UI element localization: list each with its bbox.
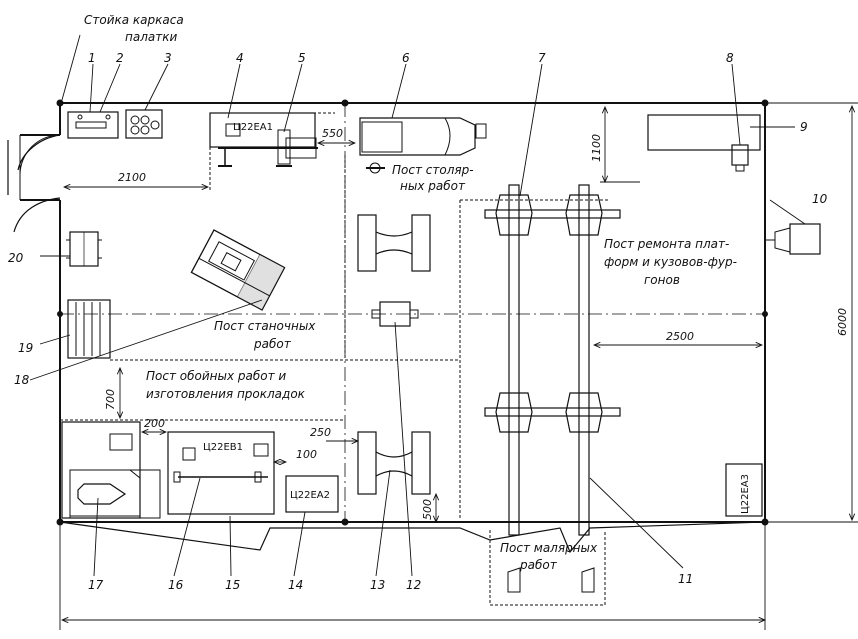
callout-6: 6 [402,51,410,65]
code-11: Ц22ЕА3 [740,474,751,514]
code-16: Ц22ЕВ1 [203,442,243,453]
dim-2500: 2500 [666,330,694,343]
post-upholstery-line1: Пост обойных работ и [146,369,286,383]
platform-lift [484,184,621,536]
dim-700: 700 [104,389,117,410]
frame-title-line1: Стойка каркаса [84,13,184,27]
post-machine-line2: работ [253,337,292,351]
callout-9: 9 [800,120,808,134]
post-platform-line2: форм и кузовов-фур- [604,255,737,269]
callout-10: 10 [812,192,828,206]
post-platform-line3: гонов [644,273,680,287]
code-4: Ц22ЕА1 [233,122,273,133]
callout-16: 16 [168,578,184,592]
equipment-4-bench [209,112,318,167]
equipment-20 [66,231,102,267]
post-platform-line1: Пост ремонта плат- [604,237,729,251]
dim-2100: 2100 [118,171,146,184]
callout-13: 13 [370,578,385,592]
post-paint-line1: Пост малярных [500,541,598,555]
equipment-10 [766,223,821,255]
callout-15: 15 [225,578,240,592]
callout-8: 8 [726,51,734,65]
equipment-6 [359,117,487,174]
dim-6000: 6000 [836,308,849,336]
equipment-14 [285,475,339,513]
callout-1: 1 [88,51,96,65]
post-carpentry-line2: ных работ [400,179,466,193]
floor-outline [59,521,766,554]
equipment-3 [125,109,163,139]
equipment-13-lower [357,431,431,495]
equipment-2 [67,111,119,139]
leader-lines [29,34,806,577]
callout-5: 5 [298,51,306,65]
dim-1100: 1100 [590,134,603,162]
callout-17: 17 [88,578,104,592]
equipment-19 [67,299,111,359]
callout-2: 2 [116,51,124,65]
callout-12: 12 [406,578,421,592]
post-upholstery-line2: изготовления прокладок [146,387,306,401]
dim-500: 500 [421,499,434,520]
callout-4: 4 [236,51,244,65]
callout-14: 14 [288,578,303,592]
equipment-11-box [725,463,763,517]
callout-3: 3 [164,51,172,65]
equipment-13-upper [357,214,431,272]
equipment-18 [190,229,286,311]
frame-title-line2: палатки [125,30,177,44]
callout-7: 7 [538,51,546,65]
dimension-lines [59,102,858,630]
equipment-8 [731,144,749,172]
dim-250: 250 [310,426,331,439]
axis-lines [60,103,765,522]
dim-550: 550 [322,127,343,140]
callout-11: 11 [678,572,693,586]
callout-18: 18 [14,373,30,387]
paint-post-outline [489,530,606,606]
column-dots [56,99,769,526]
post-carpentry-line1: Пост столяр- [392,163,474,177]
door-swing-upper [17,134,61,171]
door-swing-lower [13,197,61,233]
callout-19: 19 [18,341,33,355]
equipment-16 [167,431,275,515]
code-14: Ц22ЕА2 [290,490,330,501]
callout-20: 20 [8,251,24,265]
dim-100: 100 [296,448,317,461]
post-paint-line2: работ [519,558,558,572]
post-machine-line1: Пост станочных [214,319,316,333]
dim-200: 200 [144,417,165,430]
equipment-17 [61,421,161,519]
equipment-9 [647,114,761,151]
